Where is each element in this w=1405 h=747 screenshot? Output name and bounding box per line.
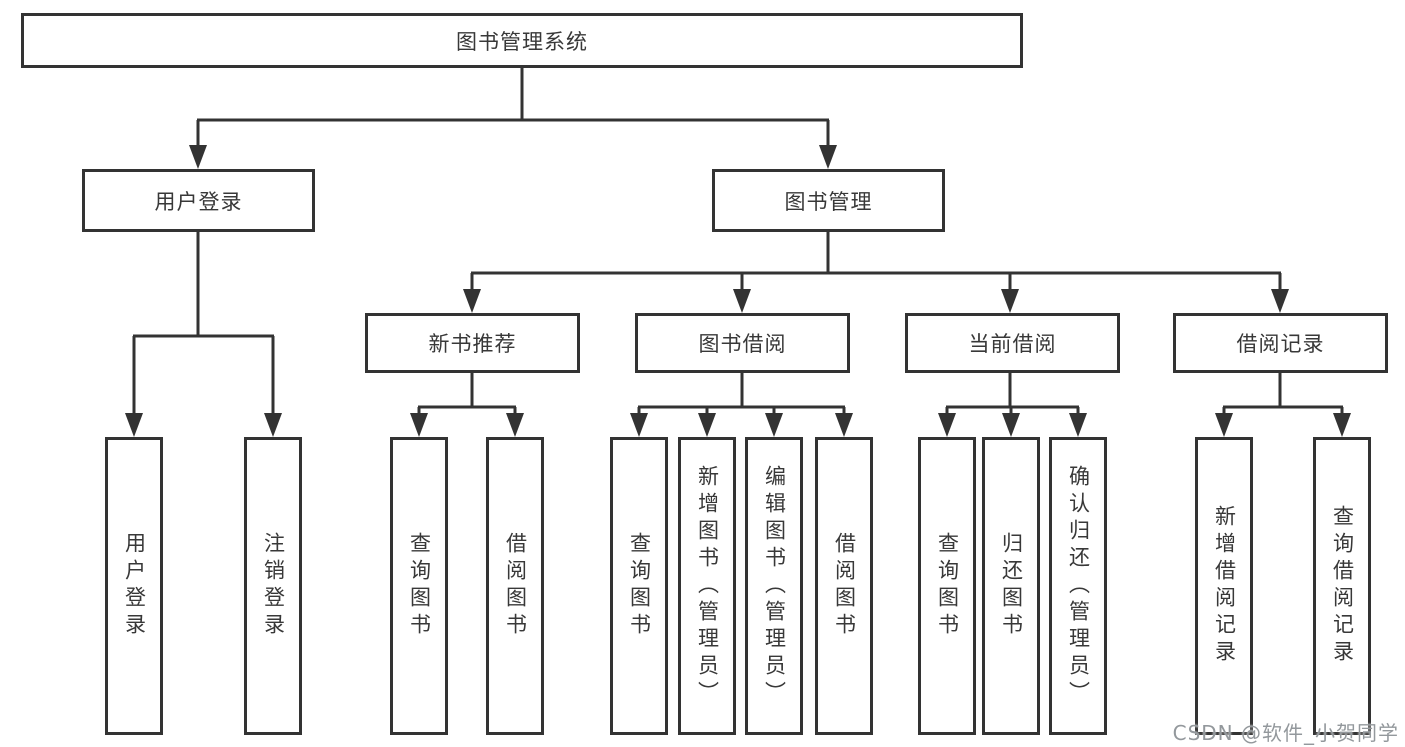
leaf-add-borrow-record: 新增借阅记录 <box>1195 437 1253 735</box>
node-label: 确认归还（管理员） <box>1066 464 1091 708</box>
leaf-add-books-admin: 新增图书（管理员） <box>678 437 736 735</box>
leaf-user-login: 用户登录 <box>105 437 163 735</box>
node-label: 注销登录 <box>261 532 286 640</box>
csdn-watermark: CSDN @软件_小贺同学 <box>1172 721 1399 745</box>
node-label: 新书推荐 <box>428 332 517 356</box>
leaf-query-borrow-record: 查询借阅记录 <box>1313 437 1371 735</box>
node-book-management: 图书管理 <box>712 169 945 232</box>
node-label: 当前借阅 <box>968 332 1057 356</box>
node-label: 查询图书 <box>407 532 432 640</box>
node-label: 借阅图书 <box>832 532 857 640</box>
leaf-borrow-books-recommend: 借阅图书 <box>486 437 544 735</box>
node-label: 查询图书 <box>627 532 652 640</box>
node-label: 图书借阅 <box>698 332 787 356</box>
node-label: 图书管理系统 <box>456 29 588 54</box>
node-current-borrowing: 当前借阅 <box>905 313 1120 373</box>
node-label: 新增借阅记录 <box>1212 505 1237 667</box>
leaf-query-books-borrowing: 查询图书 <box>610 437 668 735</box>
leaf-edit-books-admin: 编辑图书（管理员） <box>745 437 803 735</box>
leaf-confirm-return-admin: 确认归还（管理员） <box>1049 437 1107 735</box>
node-label: 新增图书（管理员） <box>695 464 720 708</box>
node-label: 图书管理 <box>784 189 873 214</box>
node-book-borrowing: 图书借阅 <box>635 313 850 373</box>
node-label: 用户登录 <box>154 189 243 214</box>
leaf-query-books-recommend: 查询图书 <box>390 437 448 735</box>
node-user-login: 用户登录 <box>82 169 315 232</box>
node-label: 借阅图书 <box>503 532 528 640</box>
leaf-borrow-books: 借阅图书 <box>815 437 873 735</box>
node-library-management-system: 图书管理系统 <box>21 13 1023 68</box>
node-label: 查询借阅记录 <box>1330 505 1355 667</box>
leaf-query-books-current: 查询图书 <box>918 437 976 735</box>
node-label: 用户登录 <box>122 532 147 640</box>
node-label: 查询图书 <box>935 532 960 640</box>
leaf-return-books: 归还图书 <box>982 437 1040 735</box>
node-borrowing-records: 借阅记录 <box>1173 313 1388 373</box>
node-label: 借阅记录 <box>1236 332 1325 356</box>
node-new-book-recommendation: 新书推荐 <box>365 313 580 373</box>
node-label: 归还图书 <box>999 532 1024 640</box>
node-label: 编辑图书（管理员） <box>762 464 787 708</box>
leaf-logout: 注销登录 <box>244 437 302 735</box>
